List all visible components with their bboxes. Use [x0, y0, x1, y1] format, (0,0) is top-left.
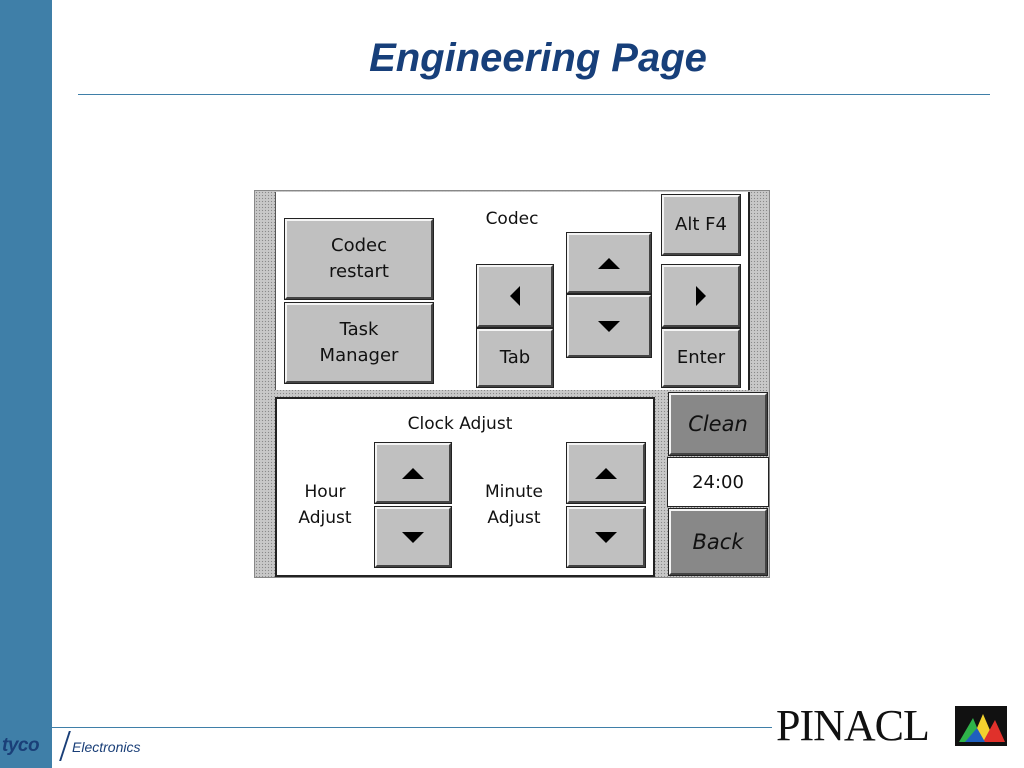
- tyco-logo-text: tyco: [2, 735, 40, 756]
- back-button[interactable]: Back: [668, 508, 768, 576]
- minute-down-button[interactable]: [566, 506, 646, 568]
- codec-right-button[interactable]: [661, 264, 741, 328]
- alt-f4-button[interactable]: Alt F4: [661, 194, 741, 256]
- tyco-logo-slash: [59, 731, 71, 761]
- engineering-panel: Codec Codec restart Task Manager Tab Alt…: [254, 190, 770, 578]
- arrow-up-icon: [595, 467, 617, 479]
- codec-up-button[interactable]: [566, 232, 652, 294]
- side-accent-bar: [0, 0, 52, 768]
- pinacl-logo-icon: [955, 706, 1007, 746]
- hour-adjust-label: Hour Adjust: [298, 482, 352, 528]
- enter-button[interactable]: Enter: [661, 328, 741, 388]
- arrow-down-icon: [595, 531, 617, 543]
- arrow-down-icon: [598, 320, 620, 332]
- pinacl-logo-text: PINACL: [776, 701, 930, 750]
- title-divider: [78, 94, 990, 95]
- task-manager-button[interactable]: Task Manager: [284, 302, 434, 384]
- minute-adjust-label: Minute Adjust: [484, 482, 544, 528]
- arrow-down-icon: [402, 531, 424, 543]
- arrow-left-icon: [510, 286, 520, 306]
- hour-up-button[interactable]: [374, 442, 452, 504]
- page-title: Engineering Page: [369, 36, 707, 80]
- arrow-up-icon: [598, 257, 620, 269]
- hour-down-button[interactable]: [374, 506, 452, 568]
- codec-label: Codec: [485, 209, 539, 229]
- clean-button[interactable]: Clean: [668, 392, 768, 456]
- arrow-right-icon: [696, 286, 706, 306]
- arrow-up-icon: [402, 467, 424, 479]
- minute-up-button[interactable]: [566, 442, 646, 504]
- codec-left-button[interactable]: [476, 264, 554, 328]
- clock-adjust-label: Clock Adjust: [407, 414, 513, 434]
- tab-button[interactable]: Tab: [476, 328, 554, 388]
- codec-restart-button[interactable]: Codec restart: [284, 218, 434, 300]
- footer-divider: [52, 727, 772, 728]
- time-display: 24:00: [667, 457, 769, 507]
- codec-down-button[interactable]: [566, 294, 652, 358]
- tyco-electronics-text: Electronics: [72, 739, 141, 755]
